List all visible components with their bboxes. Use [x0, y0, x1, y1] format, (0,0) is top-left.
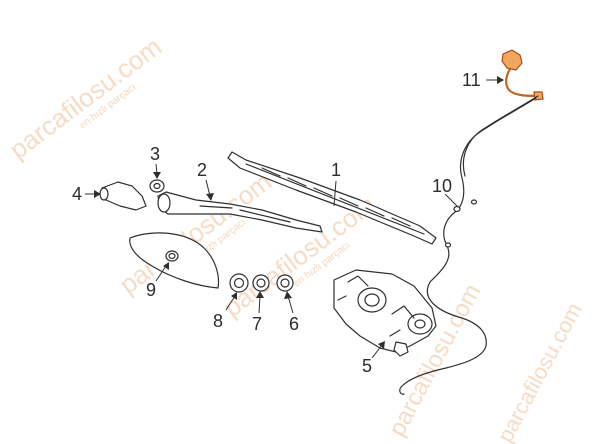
callout-1: 1 — [331, 160, 341, 207]
part-3-nut[interactable] — [149, 179, 165, 193]
callout-8: 8 — [213, 292, 237, 331]
part-8-washer[interactable] — [229, 273, 249, 293]
callout-3-label: 3 — [150, 144, 160, 164]
watermark-brand-text: parcafilosu.com — [4, 31, 167, 165]
callout-11-label: 11 — [462, 70, 481, 90]
callout-9-label: 9 — [146, 280, 156, 300]
callout-9: 9 — [146, 262, 169, 300]
part-9-cover[interactable] — [129, 232, 220, 289]
callout-5-label: 5 — [362, 356, 372, 376]
callout-10-label: 10 — [432, 176, 452, 196]
part-1-wiper-blade[interactable] — [227, 151, 437, 245]
callout-1-label: 1 — [331, 160, 341, 180]
callout-11: 11 — [462, 70, 504, 90]
callout-6-label: 6 — [289, 314, 299, 334]
callout-4-label: 4 — [72, 184, 82, 204]
callout-7-label: 7 — [252, 314, 262, 334]
callout-7: 7 — [252, 291, 264, 334]
part-5-wiper-motor[interactable] — [333, 269, 437, 357]
part-7-washer[interactable] — [252, 274, 270, 292]
part-6-washer[interactable] — [276, 274, 294, 292]
watermark-lower-right: parcafilosu.com — [492, 299, 586, 444]
part-10-washer-hose[interactable] — [399, 95, 539, 395]
callout-4: 4 — [72, 184, 101, 204]
callout-2-label: 2 — [197, 160, 207, 180]
callout-6: 6 — [284, 291, 299, 334]
part-4-cap[interactable] — [99, 181, 147, 211]
part-11-hose-connector[interactable] — [501, 49, 544, 101]
part-2-wiper-arm[interactable] — [157, 191, 323, 233]
watermark-top: parcafilosu.com en hızlı parçacı — [4, 31, 167, 165]
watermark-brand-text: parcafilosu.com — [492, 299, 586, 444]
callout-10: 10 — [432, 176, 459, 208]
callout-3: 3 — [150, 144, 161, 179]
callout-8-label: 8 — [213, 311, 223, 331]
callout-2: 2 — [197, 160, 214, 201]
callout-5: 5 — [362, 341, 385, 376]
